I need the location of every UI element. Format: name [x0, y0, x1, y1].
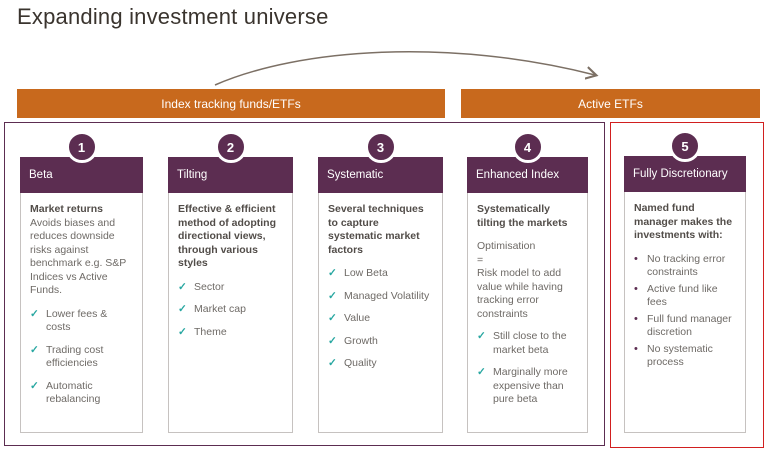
check-list: ✓ Lower fees & costs ✓ Trading cost efficie… [30, 308, 133, 407]
step-number-badge: 4 [511, 131, 544, 163]
bullet-label: No systematic process [647, 342, 713, 369]
card-paragraph: = [477, 253, 484, 266]
check-icon: ✓ [30, 343, 39, 356]
check-icon: ✓ [328, 289, 337, 302]
check-icon: ✓ [178, 303, 187, 315]
check-list: ✓ Sector ✓ Market cap ✓ Theme [178, 281, 283, 340]
check-list-item: ✓ Lower fees & costs [30, 308, 133, 335]
check-icon: ✓ [328, 357, 337, 369]
card-intro-bold: Effective & efficient method of adopting… [178, 203, 276, 269]
banner-index-tracking-funds: Index tracking funds/ETFs [17, 89, 445, 118]
check-label: Value [344, 312, 371, 324]
check-label: Growth [344, 334, 378, 347]
bullet-icon: • [634, 252, 638, 265]
check-icon: ✓ [328, 312, 337, 324]
card-intro-bold: Systematically tilting the markets [477, 203, 568, 229]
check-list-item: ✓ Quality [328, 357, 433, 371]
bullet-list-item: • No tracking error constraints [634, 253, 736, 280]
bullet-list: • No tracking error constraints • Active fu… [634, 253, 736, 370]
step-number-badge: 1 [65, 131, 98, 163]
check-list: ✓ Low Beta ✓ Managed Volatility ✓ Value ✓ Growt… [328, 267, 433, 371]
bullet-icon: • [634, 282, 638, 295]
step-number-badge: 2 [214, 131, 247, 163]
check-icon: ✓ [178, 325, 187, 338]
check-label: Marginally more expensive than pure beta [493, 366, 568, 405]
check-list-item: ✓ Managed Volatility [328, 290, 433, 304]
card-intro: Named fund manager makes the investments… [634, 202, 736, 243]
card-body: Several techniques to capture systematic… [319, 193, 442, 388]
check-list-item: ✓ Trading cost efficiencies [30, 344, 133, 371]
card-intro: Several techniques to capture systematic… [328, 203, 433, 257]
check-list-item: ✓ Sector [178, 281, 283, 295]
card-intro-bold: Several techniques to capture systematic… [328, 203, 424, 256]
check-icon: ✓ [477, 366, 486, 378]
card-paragraph: Risk model to add value while having tra… [477, 267, 563, 320]
banner-active-etfs: Active ETFs [461, 89, 760, 118]
check-list-item: ✓ Growth [328, 335, 433, 349]
check-icon: ✓ [30, 307, 39, 320]
card-body: Effective & efficient method of adopting… [169, 193, 292, 356]
check-label: Trading cost efficiencies [46, 343, 104, 370]
check-label: Theme [194, 325, 227, 338]
bullet-list-item: • Full fund manager discretion [634, 313, 736, 340]
check-icon: ✓ [328, 334, 337, 347]
card-paragraphs: Optimisation=Risk model to add value whi… [477, 240, 578, 321]
bullet-icon: • [634, 312, 638, 325]
check-label: Automatic rebalancing [46, 379, 101, 406]
check-label: Lower fees & costs [46, 307, 108, 334]
bullet-list-item: • No systematic process [634, 343, 736, 370]
bullet-label: Active fund like fees [647, 282, 718, 309]
check-label: Still close to the market beta [493, 330, 567, 356]
card-intro-text: Avoids biases and reduces downside risks… [30, 216, 127, 297]
check-list: ✓ Still close to the market beta ✓ Marginal… [477, 330, 578, 407]
active-etfs-group-outline [610, 122, 764, 448]
check-list-item: ✓ Low Beta [328, 267, 433, 281]
page-title: Expanding investment universe [17, 4, 329, 29]
card-intro-bold: Named fund manager makes the investments… [634, 202, 733, 241]
check-label: Market cap [194, 303, 246, 315]
check-list-item: ✓ Value [328, 312, 433, 326]
check-list-item: ✓ Theme [178, 326, 283, 340]
card-header-enhanced-index: Enhanced Index [467, 157, 588, 193]
check-list-item: ✓ Still close to the market beta [477, 330, 578, 357]
check-label: Low Beta [344, 267, 388, 279]
check-label: Quality [344, 357, 377, 369]
check-icon: ✓ [477, 330, 486, 342]
step-number-badge: 5 [669, 130, 701, 162]
card-header-beta: Beta [20, 157, 143, 193]
check-icon: ✓ [30, 379, 39, 392]
card-header-fully-discretionary: Fully Discretionary [624, 156, 746, 192]
card-intro: Effective & efficient method of adopting… [178, 203, 283, 271]
card-header-systematic: Systematic [318, 157, 443, 193]
card-header-tilting: Tilting [168, 157, 293, 193]
check-list-item: ✓ Marginally more expensive than pure bet… [477, 366, 578, 407]
index-tracking-group-outline [4, 122, 605, 446]
bullet-label: No tracking error constraints [647, 252, 726, 279]
bullet-label: Full fund manager discretion [647, 312, 732, 339]
card-paragraph: Optimisation [477, 240, 536, 252]
check-label: Sector [194, 280, 225, 293]
card-intro-bold: Market returns [30, 203, 103, 215]
check-list-item: ✓ Market cap [178, 303, 283, 317]
check-icon: ✓ [178, 280, 187, 293]
check-list-item: ✓ Automatic rebalancing [30, 380, 133, 407]
bullet-icon: • [634, 342, 638, 355]
card-intro: Systematically tilting the markets [477, 203, 578, 230]
card-body: Named fund manager makes the investments… [625, 192, 745, 381]
step-number-badge: 3 [364, 131, 397, 163]
check-icon: ✓ [328, 267, 337, 279]
bullet-list-item: • Active fund like fees [634, 283, 736, 310]
check-label: Managed Volatility [344, 289, 430, 302]
